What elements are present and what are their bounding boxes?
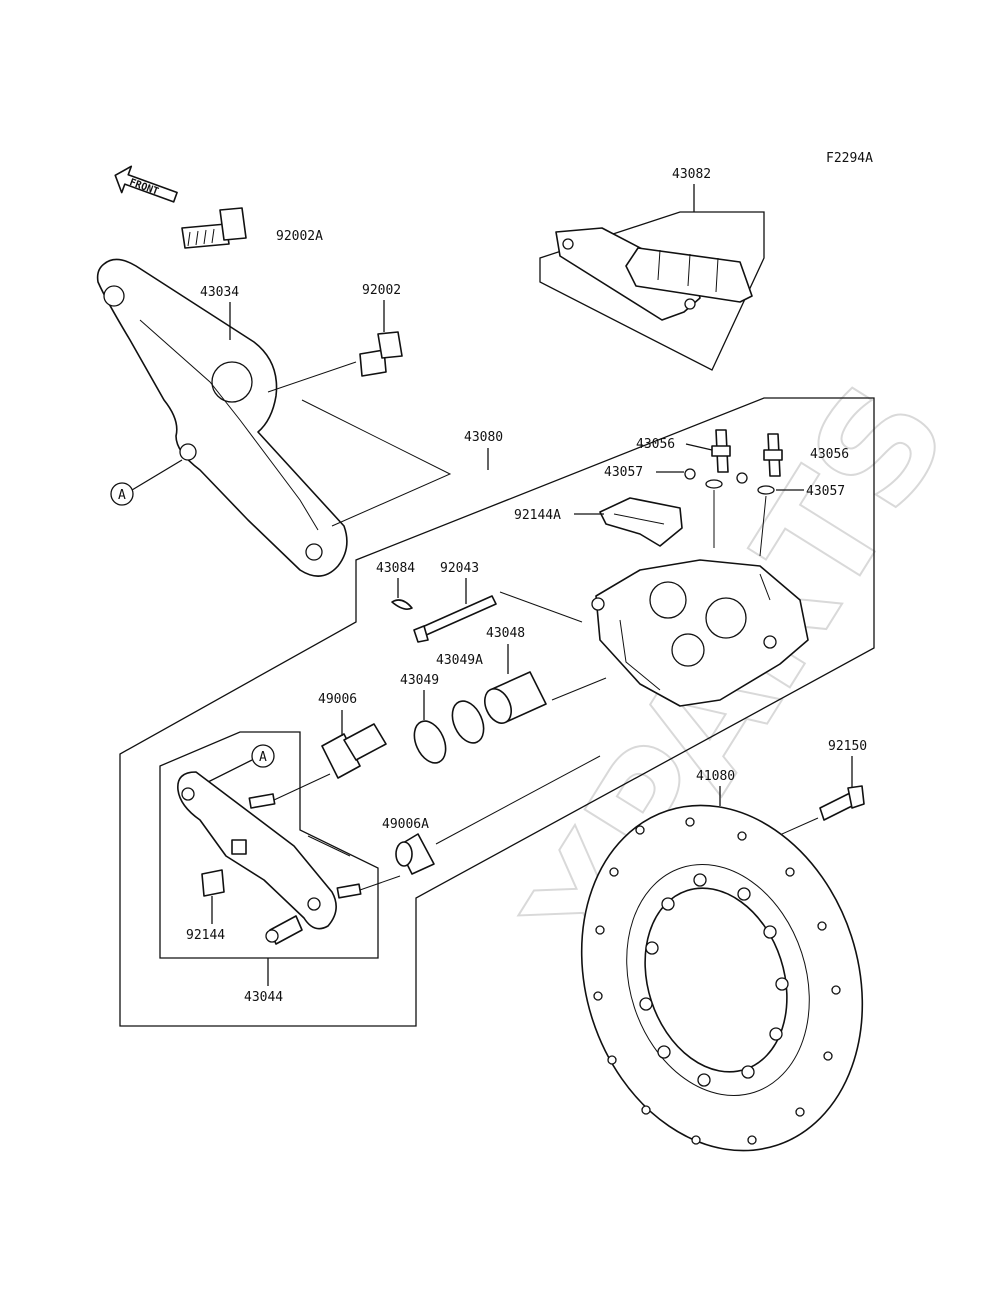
disc-bolt-92150 — [819, 785, 865, 821]
front-arrow-icon: FRONT — [114, 165, 178, 203]
pad-spring-92144a — [599, 497, 683, 547]
caliper-assy-outline-43080 — [119, 397, 875, 1027]
callout-41080: 41080 — [696, 769, 735, 784]
callout-43048: 43048 — [486, 626, 525, 641]
bleeder-cap-right — [736, 472, 775, 495]
pin-clip-43084 — [391, 599, 413, 610]
sub-assy-outline-43044 — [159, 731, 379, 959]
boot-49006 — [321, 723, 387, 779]
bolt-92002 — [359, 331, 403, 377]
figure-code: F2294A — [826, 151, 873, 166]
ref-marker-a-left — [110, 482, 134, 506]
callout-43056-left: 43056 — [636, 437, 675, 452]
callout-43049: 43049 — [400, 673, 439, 688]
dust-seal-43049a — [451, 700, 485, 744]
callout-43084: 43084 — [376, 561, 415, 576]
bolt-92002a — [181, 207, 247, 249]
callout-49006: 49006 — [318, 692, 357, 707]
caliper-bracket-43034 — [96, 258, 348, 577]
callout-92144A: 92144A — [514, 508, 561, 523]
piston-seal-43049 — [413, 720, 447, 764]
callout-43049A: 43049A — [436, 653, 483, 668]
ref-marker-a-left-label: A — [118, 488, 126, 503]
bleeder-valve-left — [711, 429, 731, 473]
torque-bracket — [177, 771, 401, 945]
ref-marker-a-inner-label: A — [259, 750, 267, 765]
callout-43057-right: 43057 — [806, 484, 845, 499]
callout-92144: 92144 — [186, 928, 225, 943]
bleeder-cap-left — [684, 468, 723, 489]
callout-43034: 43034 — [200, 285, 239, 300]
callout-92002: 92002 — [362, 283, 401, 298]
callout-43082: 43082 — [672, 167, 711, 182]
callout-92043: 92043 — [440, 561, 479, 576]
callout-49006A: 49006A — [382, 817, 429, 832]
boot-49006a — [395, 833, 435, 875]
callout-92150: 92150 — [828, 739, 867, 754]
brake-disc-41080 — [580, 804, 864, 1152]
callout-43044: 43044 — [244, 990, 283, 1005]
callout-43057-left: 43057 — [604, 465, 643, 480]
pad-pin-92043 — [413, 595, 497, 643]
pad-kit-43082 — [539, 211, 765, 371]
callout-43080: 43080 — [464, 430, 503, 445]
piston-43048 — [484, 671, 547, 724]
callout-92002A: 92002A — [276, 229, 323, 244]
ref-marker-a-inner — [251, 744, 275, 768]
bleeder-valve-right — [763, 433, 783, 477]
callout-43056-right: 43056 — [810, 447, 849, 462]
caliper-body — [591, 559, 809, 707]
